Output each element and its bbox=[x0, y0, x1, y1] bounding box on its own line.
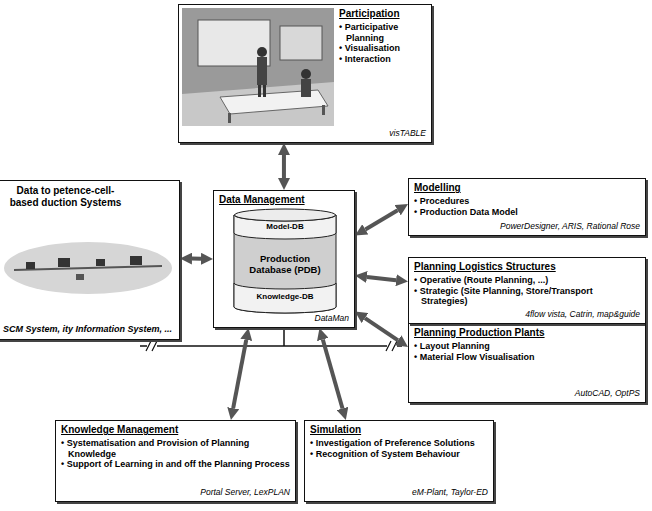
bullet-item: • Recognition of System Behaviour bbox=[310, 449, 488, 460]
table-leg bbox=[322, 105, 325, 115]
bullet-item: • Operative (Route Planning, ...) bbox=[414, 275, 640, 286]
box-heading: Data to petence-cell-based duction Syste… bbox=[3, 185, 128, 209]
tool-box: Modelling • Procedures• Production Data M… bbox=[408, 178, 646, 236]
tool-list: 4flow vista, Catrin, map&guide bbox=[414, 307, 640, 320]
machine bbox=[58, 258, 70, 267]
double-arrow bbox=[323, 340, 343, 409]
double-arrow bbox=[192, 257, 201, 261]
bullet-item: • Production Data Model bbox=[414, 207, 640, 218]
bullet-item: • Support of Learning in and off the Pla… bbox=[61, 459, 290, 470]
box-heading: Modelling bbox=[414, 182, 640, 194]
database-cylinder: Model-DB Production Database (PDB) Knowled… bbox=[234, 209, 336, 313]
machine bbox=[26, 262, 35, 269]
system-list: SCM System, ity Information System, ... bbox=[3, 324, 173, 335]
participation-box: Participation • Participative Planning• V… bbox=[178, 4, 432, 143]
double-arrow bbox=[367, 277, 396, 280]
bullet-item: • Layout Planning bbox=[414, 341, 640, 352]
double-arrow bbox=[233, 340, 246, 408]
bullet-item: • Visualisation bbox=[339, 43, 426, 54]
tool-box: Knowledge Management • Systematisation an… bbox=[55, 420, 296, 502]
box-heading: Simulation bbox=[310, 424, 488, 436]
production-line-picture bbox=[4, 242, 172, 294]
tool-list: AutoCAD, OptPS bbox=[414, 386, 640, 399]
production-area bbox=[4, 242, 172, 294]
table-leg bbox=[228, 113, 231, 123]
person-leg bbox=[258, 85, 261, 97]
bullet-item: • Procedures bbox=[414, 196, 640, 207]
box-heading: Data Management bbox=[219, 194, 349, 206]
connector-group bbox=[192, 155, 398, 408]
bullet-item: • Systematisation and Provision of Plann… bbox=[61, 438, 290, 459]
double-arrow bbox=[282, 155, 286, 178]
tool-list: eM-Plant, Taylor-ED bbox=[310, 485, 488, 498]
double-arrow bbox=[365, 318, 398, 340]
tool-list: Portal Server, LexPLAN bbox=[61, 485, 290, 498]
bus-break-gap bbox=[387, 341, 397, 351]
bus-break-gap bbox=[147, 341, 157, 351]
double-arrow bbox=[365, 210, 397, 229]
person-body bbox=[257, 57, 267, 85]
box-heading: Participation bbox=[339, 8, 426, 20]
person-body bbox=[301, 79, 311, 97]
bullet-item: • Investigation of Preference Solutions bbox=[310, 438, 488, 449]
person-head bbox=[257, 47, 267, 57]
tool-box: Planning Logistics Structures • Operative… bbox=[408, 257, 646, 324]
db-section-label: Knowledge-DB bbox=[234, 292, 336, 302]
tool-list: visTABLE bbox=[339, 126, 426, 139]
machine bbox=[130, 256, 142, 265]
db-name: Production Database (PDB) bbox=[234, 242, 336, 286]
db-section-label: Model-DB bbox=[234, 222, 336, 232]
machine bbox=[96, 259, 105, 266]
room-floor bbox=[182, 82, 334, 126]
person-leg bbox=[263, 85, 266, 97]
bus-break-mark bbox=[146, 341, 157, 351]
vistable-table bbox=[220, 90, 328, 114]
conveyor bbox=[14, 266, 162, 270]
cylinder-band bbox=[234, 283, 336, 313]
person-head bbox=[301, 69, 311, 79]
tool-list: PowerDesigner, ARIS, Rational Rose bbox=[414, 219, 640, 232]
bus-line bbox=[140, 345, 402, 347]
bus-break-mark bbox=[386, 341, 397, 351]
room-wall bbox=[182, 8, 334, 126]
tool-box: Planning Production Plants • Layout Plann… bbox=[408, 323, 646, 403]
cylinder-top bbox=[235, 209, 336, 221]
cylinder-body bbox=[234, 215, 336, 313]
box-heading: Knowledge Management bbox=[61, 424, 290, 436]
bullet-item: • Strategic (Site Planning, Store/Transp… bbox=[414, 286, 640, 307]
data-management-box: Data ManagementDataManModel-DBProduction… bbox=[213, 190, 355, 328]
tool-box: Simulation • Investigation of Preference … bbox=[304, 420, 494, 502]
box-heading: Planning Production Plants bbox=[414, 327, 640, 339]
bus-stem bbox=[283, 328, 285, 346]
wall-screen bbox=[280, 26, 322, 60]
bullet-item: • Material Flow Visualisation bbox=[414, 352, 640, 363]
machine bbox=[76, 274, 84, 280]
source-data-box: Data to petence-cell-based duction Syste… bbox=[0, 180, 180, 340]
box-heading: Planning Logistics Structures bbox=[414, 261, 640, 273]
room-photo bbox=[182, 8, 334, 126]
bullet-item: • Interaction bbox=[339, 54, 426, 65]
bullet-item: • Participative Planning bbox=[339, 22, 426, 43]
